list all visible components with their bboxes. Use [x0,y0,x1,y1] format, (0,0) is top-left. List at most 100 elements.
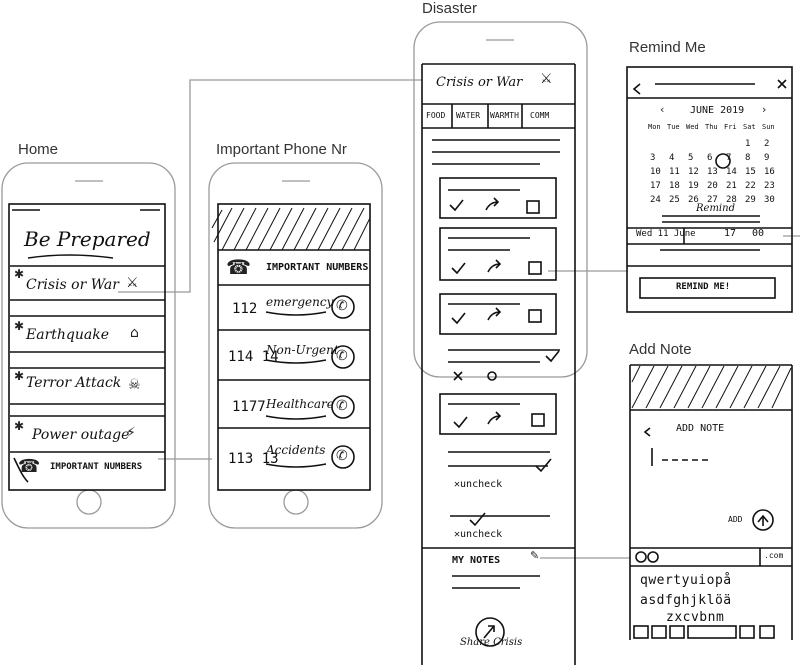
menu-item-power[interactable]: Power outage [32,427,130,443]
number-label: Non-Urgent [266,343,339,357]
calendar-day[interactable]: 9 [764,153,770,163]
calendar-day[interactable]: 12 [688,167,699,177]
weekday-label: Tue [667,123,680,131]
number-1177[interactable]: 1177 [232,399,266,415]
calendar-day[interactable]: 3 [650,153,656,163]
phone-icon: ☎ [18,456,41,477]
keyboard-suggestion[interactable]: .com [764,551,784,560]
tab-water[interactable]: WATER [456,111,481,120]
weekday-label: Wed [686,123,699,131]
my-notes-link[interactable]: MY NOTES [452,555,501,566]
tab-food[interactable]: FOOD [426,111,446,120]
number-label: emergency [266,295,334,309]
disaster-screen-title: Disaster [422,0,478,17]
lightning-icon: ⚡ [126,425,136,441]
number-label: Accidents [266,443,326,457]
remind-screen-title: Remind Me [629,39,706,56]
calendar-day[interactable]: 16 [764,167,775,177]
number-112[interactable]: 112 [232,301,258,317]
calendar-month: JUNE 2019 [690,105,745,116]
weekday-label: Sun [762,123,775,131]
star-icon: ✱ [14,419,25,433]
pencil-icon: ✎ [530,549,540,562]
calendar-day[interactable]: 23 [764,181,775,191]
selected-day-circle [715,153,731,169]
add-note-screen-title: Add Note [629,341,692,358]
call-icon[interactable]: ✆ [336,348,348,364]
keyboard-row-3[interactable]: zxcvbnm [666,610,725,625]
weekday-label: Thu [705,123,718,131]
keyboard-row-1[interactable]: qwertyuiopå [640,573,732,588]
uncheck-button[interactable]: ✕uncheck [454,529,503,540]
number-label: Healthcare [266,397,334,411]
call-icon[interactable]: ✆ [336,448,348,464]
calendar-day[interactable]: 25 [669,195,680,205]
calendar-day[interactable]: 19 [688,181,699,191]
calendar-day[interactable]: 20 [707,181,718,191]
uncheck-button[interactable]: ✕uncheck [454,479,503,490]
call-icon[interactable]: ✆ [336,398,348,414]
number-11414[interactable]: 114 14 [228,349,279,365]
star-icon: ✱ [14,369,25,383]
chevron-right-icon[interactable]: › [762,103,767,116]
uncheck-label: uncheck [460,479,503,490]
calendar-day[interactable]: 18 [669,181,680,191]
house-icon: ⌂ [130,325,139,341]
calendar-day[interactable]: 5 [688,153,694,163]
calendar-day[interactable]: 4 [669,153,675,163]
picker-minute[interactable]: 00 [752,228,765,239]
phone-screen-title: Important Phone Nr [216,141,347,158]
skull-icon: ☠ [128,377,141,393]
important-numbers-link[interactable]: IMPORTANT NUMBERS [50,462,143,472]
tab-warmth[interactable]: WARMTH [490,111,519,120]
calendar-day[interactable]: 6 [707,153,713,163]
star-icon: ✱ [14,267,25,281]
calendar-day[interactable]: 28 [726,195,737,205]
share-crisis-button[interactable]: Share Crisis [460,637,523,648]
phone-numbers-frame [208,162,383,529]
calendar-day[interactable]: 2 [764,139,770,149]
disaster-phone-frame [413,21,588,378]
home-button [283,489,309,515]
keyboard-row-2[interactable]: asdfghjklöä [640,593,732,608]
picker-date[interactable]: Wed 11 June [636,229,696,239]
calendar-day[interactable]: 22 [745,181,756,191]
calendar-day[interactable]: 13 [707,167,718,177]
war-icon: ⚔ [540,71,553,87]
remind-label: Remind [696,203,735,214]
weekday-label: Mon [648,123,661,131]
calendar-day[interactable]: 10 [650,167,661,177]
calendar-day[interactable]: 24 [650,195,661,205]
phone-icon: ☎ [226,255,251,279]
calendar-day[interactable]: 17 [650,181,661,191]
star-icon: ✱ [14,319,25,333]
calendar-day[interactable]: 1 [745,139,751,149]
menu-item-earthquake[interactable]: Earthquake [26,327,109,343]
disaster-header: Crisis or War [436,75,523,90]
calendar-day[interactable]: 15 [745,167,756,177]
tab-comm[interactable]: COMM [530,111,550,120]
calendar-day[interactable]: 26 [688,195,699,205]
number-11313[interactable]: 113 13 [228,451,279,467]
calendar-day[interactable]: 11 [669,167,680,177]
calendar-day[interactable]: 14 [726,167,737,177]
menu-item-terror[interactable]: Terror Attack [26,375,122,391]
call-icon[interactable]: ✆ [336,298,348,314]
menu-item-crisis[interactable]: Crisis or War [26,277,119,293]
weekday-label: Sat [743,123,756,131]
calendar-day[interactable]: 30 [764,195,775,205]
war-icon: ⚔ [126,275,139,291]
weekday-label: Fri [724,123,737,131]
calendar-day[interactable]: 21 [726,181,737,191]
chevron-left-icon[interactable]: ‹ [660,103,665,116]
calendar-day[interactable]: 7 [726,153,732,163]
remind-me-button[interactable]: REMIND ME! [676,282,731,292]
picker-hour[interactable]: 17 [724,228,737,239]
connector-line [118,79,422,293]
calendar-day[interactable]: 27 [707,195,718,205]
calendar-day[interactable]: 29 [745,195,756,205]
uncheck-label: uncheck [460,529,503,540]
home-phone-frame [1,162,176,529]
calendar-day[interactable]: 8 [745,153,751,163]
